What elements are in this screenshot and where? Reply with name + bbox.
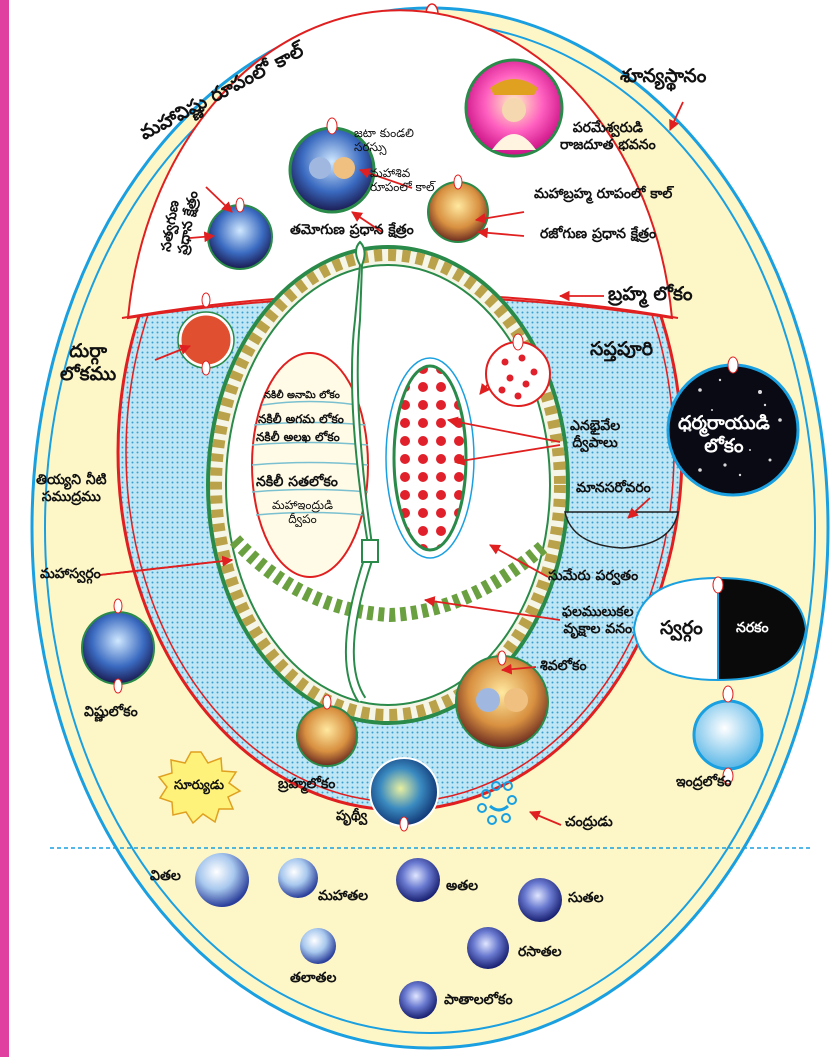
label-brahmalokam-top: బ్రహ్మ లోకం [608,283,693,306]
label-mahashiva-kal: మహాశివ రూపంలో కాల్ [370,166,434,195]
label-saptapuri: సప్తపూరి [590,338,653,361]
label-chandrudu: చంద్రుడు [565,814,613,831]
label-mahaswargam: మహాస్వర్గం [40,566,101,583]
label-patalalokam: పాతాలలోకం [444,992,513,1009]
label-talatala: తలాతల [290,970,336,987]
label-nakili-satha: నకిలీ సతలోకం [256,474,338,491]
planet-icon [195,853,249,907]
label-durga: దుర్గా లోకము [60,340,116,386]
label-atala: అతల [446,878,478,895]
deity-portrait-icon [208,205,272,269]
planet-icon [396,858,440,902]
label-rasatala: రసాతల [518,944,562,961]
label-swargam: స్వర్గం [660,617,703,640]
label-indralokam: ఇంద్రలోకం [676,774,732,791]
planet-icon [278,858,318,898]
label-shunyasthanam: శూన్యస్థానం [620,65,706,88]
label-nakili-anami: నకిలీ అనామి లోకం [264,390,340,402]
planet-icon [399,981,437,1019]
label-jata-kundali: జటా కుండలి సరస్సు [354,126,414,155]
label-phala-vanam: ఫలములుకల వృక్షాల వనం [562,604,634,638]
label-pruthvi: పృథ్వీ [336,808,367,825]
label-nakili-agama: నకిలీ అగమ లోకం [258,412,344,426]
planet-icon [467,927,509,969]
deity-portrait-icon [297,706,357,766]
planet-icon [300,928,336,964]
label-sumeru: సుమేరు పర్వతం [548,568,638,585]
label-rajoguna: రజోగుణ ప్రధాన క్షేత్రం [540,226,656,243]
deity-portrait-icon [82,612,154,684]
label-nakili-alakh: నకిలీ అలఖ లోకం [256,430,340,444]
label-sutala: సుతల [568,890,604,907]
label-suryudu: సూర్యుడు [174,778,224,794]
deity-portrait-icon [428,182,488,242]
label-brahmalokam-bottom: బ్రహ్మలోకం [278,776,335,793]
label-tamoguna: తమోగుణ ప్రధాన క్షేత్రం [290,222,414,239]
label-vishnulokam: విష్ణులోకం [84,704,138,721]
planet-icon [518,878,562,922]
deity-portrait-icon [180,314,232,366]
frame-left-border [0,0,9,1057]
label-tiyyani: తియ్యని నీటి సముద్రము [36,472,107,506]
label-dharmaraya: ధర్మరాయుడి లోకం [678,412,770,458]
label-mahatala: మహాతల [318,888,368,905]
label-shivalokam: శివలోకం [540,658,587,675]
label-mahendra-dwipam: మహాఇంద్రుడి ద్వీపం [272,498,333,527]
indralokam-circle [694,701,762,769]
label-mahabrahma-kal: మహాబ్రహ్మ రూపంలో కాల్ [534,186,672,203]
label-parameshwara: పరమేశ్వరుడి రాజదూత భవనం [560,120,656,154]
label-narakam: నరకం [736,620,769,637]
earth-icon [370,758,438,826]
label-manasarovaram: మానసరోవరం [576,480,651,497]
label-vitala: వితల [150,868,181,885]
label-ena-dwipalu: ఎనభైవేల ద్వీపాలు [570,418,620,452]
